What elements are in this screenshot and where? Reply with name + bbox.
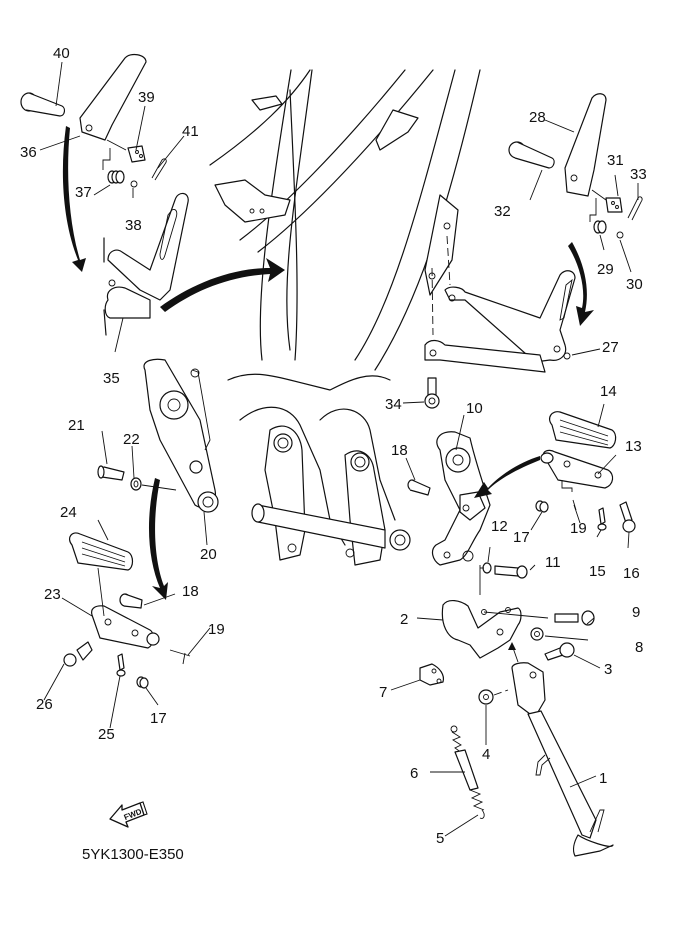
callout-13: 13 [625, 438, 642, 455]
forward-direction-badge: FWD [108, 795, 148, 840]
callout-38: 38 [125, 217, 142, 234]
callout-40: 40 [53, 45, 70, 62]
callout-19-right: 19 [570, 520, 587, 537]
callout-8: 8 [635, 639, 644, 656]
callout-11: 11 [545, 554, 561, 571]
callout-9: 9 [632, 604, 641, 621]
callout-37: 37 [75, 184, 92, 201]
left-footrest-group [63, 358, 219, 689]
callout-28: 28 [529, 109, 546, 126]
callout-33: 33 [630, 166, 647, 183]
callout-26: 26 [36, 696, 53, 713]
sidestand-group [419, 565, 614, 857]
callout-22: 22 [123, 431, 140, 448]
callout-1: 1 [599, 770, 608, 787]
callout-27: 27 [602, 339, 619, 356]
callout-32: 32 [494, 203, 511, 220]
callout-29: 29 [597, 261, 614, 278]
right-rear-footrest-group [424, 93, 643, 409]
callout-30: 30 [626, 276, 643, 293]
callout-24: 24 [60, 504, 77, 521]
diagram-code: 5YK1300-E350 [82, 846, 184, 863]
callout-35: 35 [103, 370, 120, 387]
callout-17-left: 17 [150, 710, 167, 727]
callout-12: 12 [491, 518, 508, 535]
leader-lines [39, 61, 639, 837]
callout-20: 20 [200, 546, 217, 563]
fwd-arrow-icon: FWD [109, 801, 148, 828]
callout-18-left: 18 [182, 583, 199, 600]
callout-17-right: 17 [513, 529, 530, 546]
callout-3: 3 [604, 661, 613, 678]
callout-5: 5 [436, 830, 445, 847]
callout-41: 41 [182, 123, 199, 140]
callout-2: 2 [400, 611, 409, 628]
left-rear-footrest-group [20, 53, 189, 336]
callout-19-left: 19 [208, 621, 225, 638]
callout-6: 6 [410, 765, 419, 782]
callout-4: 4 [482, 746, 491, 763]
frame-drawing [160, 69, 481, 566]
callout-36: 36 [20, 144, 37, 161]
callout-23: 23 [44, 586, 61, 603]
callout-31: 31 [607, 152, 624, 169]
right-footrest-group [407, 411, 636, 579]
callout-14: 14 [600, 383, 617, 400]
callout-18-right: 18 [391, 442, 408, 459]
callout-39: 39 [138, 89, 155, 106]
callout-10: 10 [466, 400, 483, 417]
callout-25: 25 [98, 726, 115, 743]
callout-7: 7 [379, 684, 388, 701]
callout-34: 34 [385, 396, 402, 413]
callout-16: 16 [623, 565, 640, 582]
callout-21: 21 [68, 417, 85, 434]
callout-15: 15 [589, 563, 606, 580]
